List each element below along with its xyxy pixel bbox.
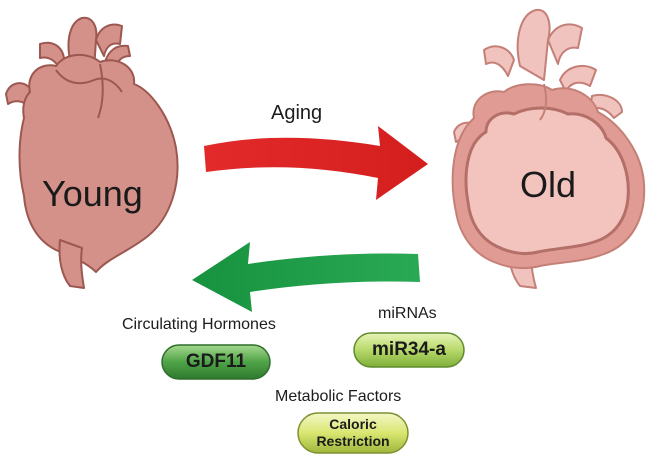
old-heart-icon: [451, 8, 646, 289]
metabolic-factors-label: Metabolic Factors: [275, 388, 402, 405]
rejuvenation-arrow: [192, 242, 420, 312]
mir34a-pill-shape: [353, 332, 465, 368]
gdf11-pill-text: GDF11: [185, 351, 247, 372]
aging-arrow: [204, 126, 428, 200]
young-heart-icon: [5, 16, 179, 289]
young-heart-vessel-detail: [97, 63, 104, 119]
aging-label: Aging: [271, 102, 323, 124]
circulating-hormones-label: Circulating Hormones: [122, 316, 276, 333]
mir34a-pill-text: miR34-a: [372, 339, 446, 360]
old-heart-vessel-detail: [539, 83, 548, 121]
young-heart-label: Young: [42, 173, 143, 214]
old-heart-label: Old: [520, 164, 577, 205]
young-heart-atrium-detail: [55, 69, 123, 93]
caloric-restriction-pill-shape: [297, 412, 409, 454]
caloric-pill-text-line1: Caloric: [329, 416, 377, 432]
mirnas-label: miRNAs: [378, 305, 437, 322]
gdf11-pill-shape: [161, 344, 271, 380]
caloric-pill-text-line2: Restriction: [316, 433, 390, 449]
